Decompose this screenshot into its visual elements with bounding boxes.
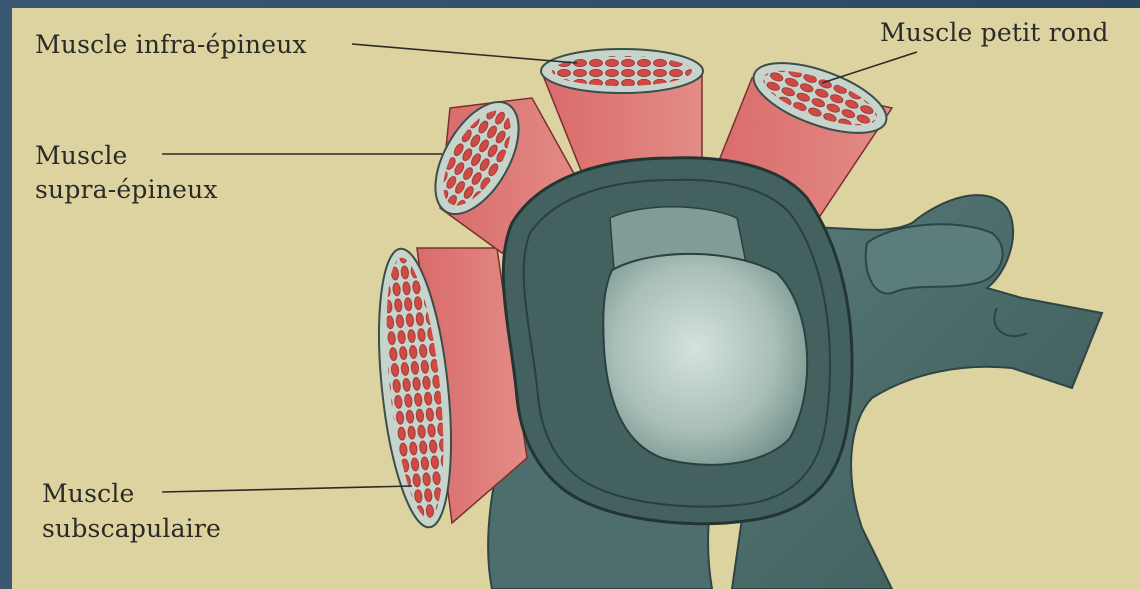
leader-line-teres-minor bbox=[822, 52, 917, 83]
shoulder-diagram: Muscle infra-épineux Muscle petit rond M… bbox=[12, 8, 1140, 589]
leader-line-infraspinatus bbox=[352, 44, 577, 63]
label-infraspinatus: Muscle infra-épineux bbox=[35, 28, 307, 61]
shoulder-illustration bbox=[12, 8, 1140, 589]
label-subscapularis-line1: Muscle bbox=[42, 477, 135, 510]
glenoid-cavity bbox=[503, 158, 852, 524]
label-supraspinatus-line2: supra-épineux bbox=[35, 173, 218, 206]
leader-line-subscapularis bbox=[162, 486, 412, 492]
label-teres-minor: Muscle petit rond bbox=[880, 16, 1109, 49]
label-subscapularis-line2: subscapulaire bbox=[42, 512, 221, 545]
label-supraspinatus-line1: Muscle bbox=[35, 139, 128, 172]
infraspinatus-muscle bbox=[541, 49, 703, 173]
